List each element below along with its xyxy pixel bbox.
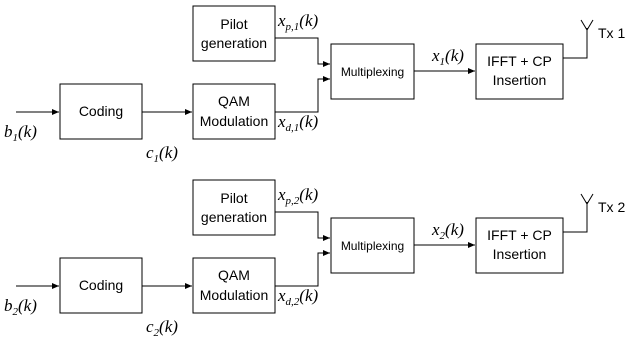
pilot-wire-2 — [275, 211, 330, 241]
signal-label-xp1: xp,1(k) — [277, 11, 319, 33]
ifft-block-label-2a: IFFT + CP — [487, 227, 552, 243]
qam-block-label-2b: Modulation — [200, 287, 269, 303]
data-wire-1 — [275, 76, 330, 113]
qam-modulation-block-2 — [192, 257, 276, 314]
ifft-block-label-1a: IFFT + CP — [487, 53, 552, 69]
transmitter-chain-2: Pilot generation Coding QAM Modulation M… — [4, 179, 625, 339]
multiplexing-block-label-1: Multiplexing — [341, 65, 404, 79]
signal-label-x2: x2(k) — [431, 220, 464, 242]
signal-label-xd2: xd,2(k) — [277, 286, 319, 308]
multiplexing-block-1 — [330, 43, 415, 100]
signal-label-b2: b2(k) — [4, 296, 37, 318]
qam-block-label-1b: Modulation — [200, 113, 269, 129]
signal-label-b1: b1(k) — [4, 122, 37, 144]
pilot-block-label-1a: Pilot — [220, 16, 247, 32]
multiplexing-block-label-2: Multiplexing — [341, 239, 404, 253]
signal-label-c1: c1(k) — [146, 143, 178, 165]
pilot-block-label-2b: generation — [201, 209, 267, 225]
signal-label-x1: x1(k) — [431, 46, 464, 68]
tx-label-2: Tx 2 — [598, 199, 625, 215]
signal-label-xp2: xp,2(k) — [277, 185, 319, 207]
signal-label-c2: c2(k) — [146, 317, 178, 339]
pilot-generation-block-2 — [192, 179, 276, 236]
ifft-block-label-1b: Insertion — [493, 72, 547, 88]
tx-label-1: Tx 1 — [598, 25, 625, 41]
pilot-generation-block-1 — [192, 5, 276, 62]
qam-block-label-1a: QAM — [218, 93, 250, 109]
antenna-icon — [563, 19, 594, 59]
ifft-cp-block-1 — [475, 43, 564, 100]
transmitter-chain-1: Pilot generation Coding QAM Modulation M… — [4, 5, 625, 165]
ifft-block-label-2b: Insertion — [493, 246, 547, 262]
qam-block-label-2a: QAM — [218, 267, 250, 283]
coding-block-2 — [59, 257, 143, 314]
pilot-block-label-1b: generation — [201, 35, 267, 51]
coding-block-label-2: Coding — [79, 277, 123, 293]
qam-modulation-block-1 — [192, 83, 276, 140]
coding-block-1 — [59, 83, 143, 140]
signal-label-xd1: xd,1(k) — [277, 112, 319, 134]
antenna-icon — [563, 193, 594, 233]
coding-block-label-1: Coding — [79, 103, 123, 119]
pilot-block-label-2a: Pilot — [220, 190, 247, 206]
data-wire-2 — [275, 250, 330, 287]
ifft-cp-block-2 — [475, 217, 564, 274]
multiplexing-block-2 — [330, 217, 415, 274]
pilot-wire-1 — [275, 37, 330, 67]
